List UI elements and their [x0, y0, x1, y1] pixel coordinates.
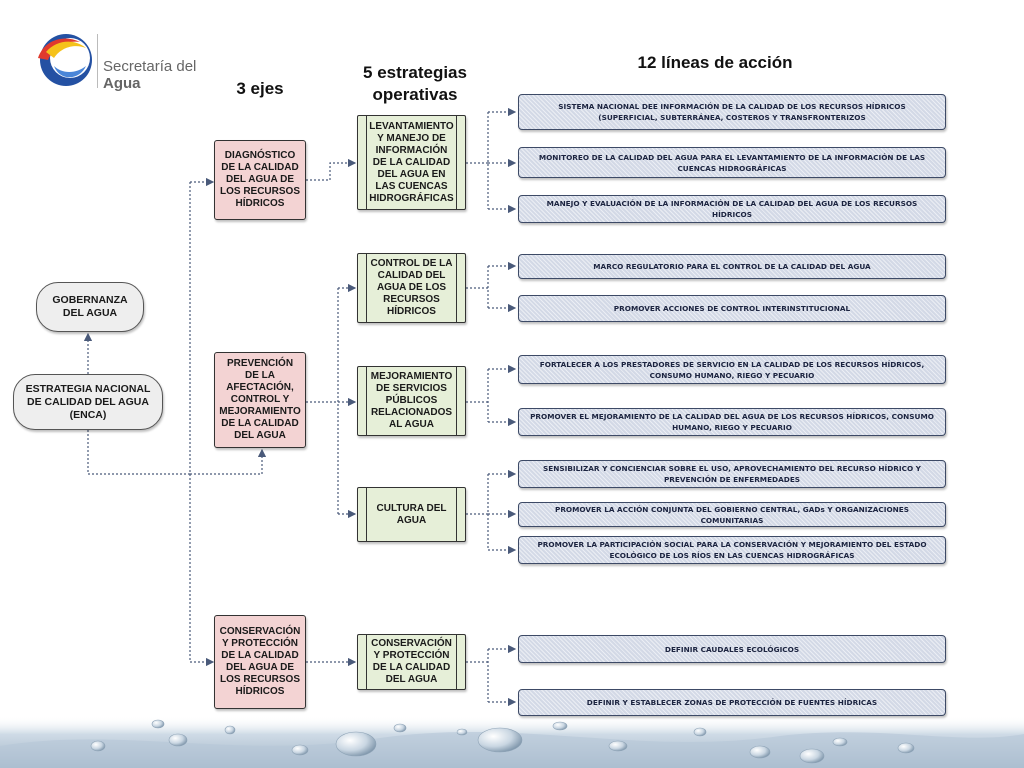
axis-conservacion: CONSERVACIÓN Y PROTECCIÓN DE LA CALIDAD … — [214, 615, 306, 709]
logo-text-line2: Agua — [103, 75, 141, 92]
action-line: MARCO REGULATORIO PARA EL CONTROL DE LA … — [518, 254, 946, 279]
water-drops-footer — [0, 716, 1024, 768]
action-line: DEFINIR Y ESTABLECER ZONAS DE PROTECCIÓN… — [518, 689, 946, 716]
action-line: PROMOVER ACCIONES DE CONTROL INTERINSTIT… — [518, 295, 946, 322]
node-estrategia-nacional: ESTRATEGIA NACIONAL DE CALIDAD DEL AGUA … — [13, 374, 163, 430]
action-line: DEFINIR CAUDALES ECOLÓGICOS — [518, 635, 946, 663]
strategy-mejoramiento-servicios: MEJORAMIENTO DE SERVICIOS PÚBLICOS RELAC… — [357, 366, 466, 436]
action-line: PROMOVER LA ACCIÓN CONJUNTA DEL GOBIERNO… — [518, 502, 946, 527]
logo-text-line1: Secretaría del — [103, 58, 197, 75]
action-line: SISTEMA NACIONAL DEE INFORMACIÓN DE LA C… — [518, 94, 946, 130]
node-gobernanza-del-agua: GOBERNANZA DEL AGUA — [36, 282, 144, 332]
header-lines: 12 líneas de acción — [637, 53, 793, 72]
strategy-levantamiento: LEVANTAMIENTO Y MANEJO DE INFORMACIÓN DE… — [357, 115, 466, 210]
action-line: PROMOVER LA PARTICIPACIÓN SOCIAL PARA LA… — [518, 536, 946, 564]
axis-prevencion: PREVENCIÓN DE LA AFECTACIÓN, CONTROL Y M… — [214, 352, 306, 448]
logo: Secretaría del Agua — [30, 30, 200, 92]
action-line: SENSIBILIZAR Y CONCIENCIAR SOBRE EL USO,… — [518, 460, 946, 488]
axis-diagnostico: DIAGNÓSTICO DE LA CALIDAD DEL AGUA DE LO… — [214, 140, 306, 220]
action-line: FORTALECER A LOS PRESTADORES DE SERVICIO… — [518, 355, 946, 384]
action-line: MONITOREO DE LA CALIDAD DEL AGUA PARA EL… — [518, 147, 946, 178]
action-line: MANEJO Y EVALUACIÓN DE LA INFORMACIÓN DE… — [518, 195, 946, 223]
strategy-conservacion: CONSERVACIÓN Y PROTECCIÓN DE LA CALIDAD … — [357, 634, 466, 690]
strategy-cultura: CULTURA DEL AGUA — [357, 487, 466, 542]
header-axes: 3 ejes — [236, 79, 284, 98]
secretaria-agua-logo-icon — [38, 34, 92, 86]
logo-divider — [97, 34, 98, 88]
action-line: PROMOVER EL MEJORAMIENTO DE LA CALIDAD D… — [518, 408, 946, 436]
header-strategies: 5 estrategias operativas — [363, 63, 467, 104]
strategy-control: CONTROL DE LA CALIDAD DEL AGUA DE LOS RE… — [357, 253, 466, 323]
